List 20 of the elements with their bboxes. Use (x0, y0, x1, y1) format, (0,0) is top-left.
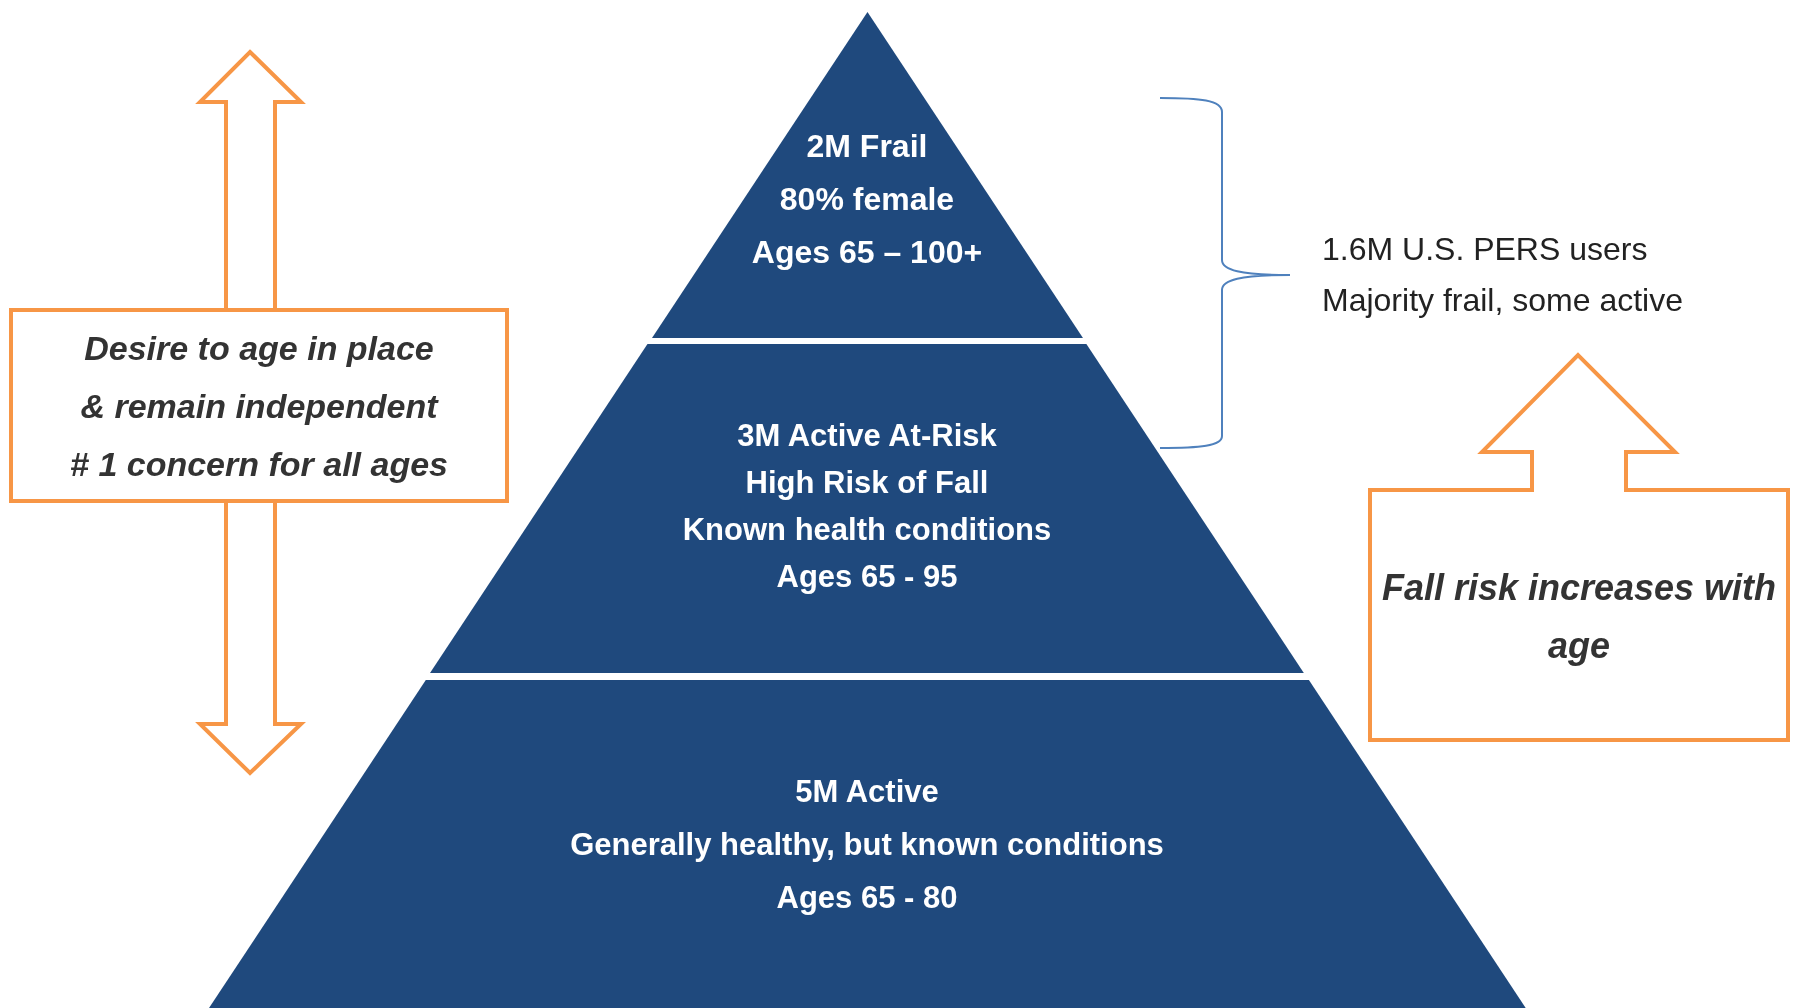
tier-text: 2M Frail (806, 127, 928, 166)
box-text: & remain independent (80, 385, 438, 427)
tier-text: 5M Active (795, 773, 939, 811)
tier-text: Known health conditions (682, 511, 1052, 549)
text-box (9, 308, 509, 503)
box-text: Desire to age in place (84, 327, 434, 369)
tier-text: 3M Active At-Risk (737, 417, 997, 455)
tier-text: Ages 65 - 80 (776, 879, 958, 917)
note-text: 1.6M U.S. PERS users (1322, 230, 1648, 268)
callout-text: Fall risk increases with age (1380, 566, 1778, 668)
note-text: Majority frail, some active (1322, 281, 1683, 319)
up-arrow-callout (1366, 351, 1792, 744)
pyramid-tier (208, 680, 1526, 1008)
box-text: # 1 concern for all ages (70, 443, 448, 485)
pyramid-tier (651, 12, 1083, 338)
tier-text: Ages 65 - 95 (776, 558, 958, 596)
tier-text: High Risk of Fall (745, 464, 989, 502)
tier-text: Ages 65 – 100+ (751, 233, 983, 272)
tier-text: 80% female (779, 180, 955, 219)
tier-text: Generally healthy, but known conditions (570, 826, 1164, 864)
